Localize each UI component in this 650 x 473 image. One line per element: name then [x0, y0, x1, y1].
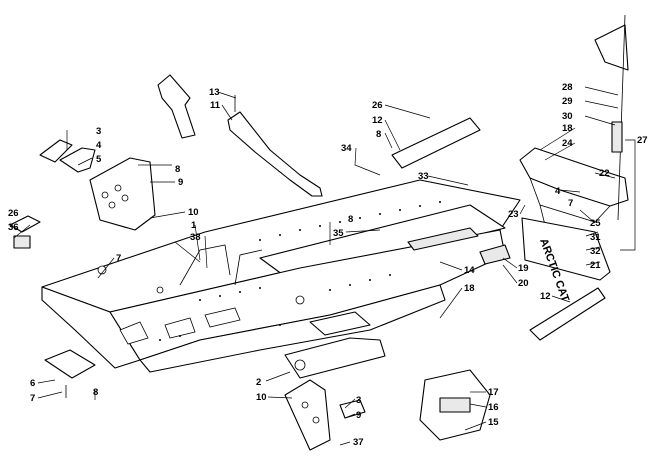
callout-33: 33	[418, 171, 429, 182]
steering-post	[157, 74, 323, 197]
rear-bumper	[519, 147, 629, 226]
chassis-frame	[41, 179, 521, 373]
callout-26: 26	[372, 100, 383, 111]
callout-7: 7	[30, 393, 35, 404]
callout-22: 22	[599, 168, 610, 179]
callout-21: 21	[590, 260, 601, 271]
reflector	[479, 244, 511, 265]
callout-labels: 1 2 3 3 4 4 5 6 7 7 7 8 8 8 8 9 9 10 10 …	[8, 82, 648, 448]
callout-28: 28	[562, 82, 573, 93]
callout-34: 34	[341, 143, 352, 154]
callout-24: 24	[562, 138, 573, 149]
callout-3: 3	[96, 126, 101, 137]
callout-18: 18	[562, 123, 573, 134]
callout-8: 8	[93, 387, 98, 398]
callout-25: 25	[590, 218, 601, 229]
callout-9: 9	[178, 177, 183, 188]
callout-31: 31	[590, 232, 601, 243]
callout-12: 12	[372, 115, 383, 126]
callout-10: 10	[188, 207, 199, 218]
callout-20: 20	[518, 278, 529, 289]
callout-27: 27	[637, 135, 648, 146]
callout-3: 3	[356, 395, 361, 406]
callout-26: 26	[8, 208, 19, 219]
callout-8: 8	[175, 164, 180, 175]
callout-16: 16	[488, 402, 499, 413]
callout-38: 38	[190, 232, 201, 243]
callout-7: 7	[116, 253, 121, 264]
safety-flag	[594, 14, 629, 221]
callout-19: 19	[518, 263, 529, 274]
callout-13: 13	[209, 87, 220, 98]
callout-4: 4	[555, 186, 561, 197]
callout-29: 29	[562, 96, 573, 107]
callout-6: 6	[30, 378, 35, 389]
callout-30: 30	[562, 111, 573, 122]
callout-36: 36	[8, 222, 19, 233]
callout-14: 14	[464, 265, 475, 276]
callout-10: 10	[256, 392, 267, 403]
callout-4: 4	[96, 140, 102, 151]
callout-8: 8	[348, 214, 353, 225]
callout-5: 5	[96, 154, 102, 165]
callout-18: 18	[464, 283, 475, 294]
callout-35: 35	[333, 228, 344, 239]
callout-17: 17	[488, 387, 499, 398]
callout-37: 37	[353, 437, 364, 448]
callout-12: 12	[540, 291, 551, 302]
callout-23: 23	[508, 209, 519, 220]
callout-7: 7	[568, 198, 573, 209]
callout-11: 11	[210, 100, 221, 111]
callout-2: 2	[256, 377, 261, 388]
callout-9: 9	[356, 410, 361, 421]
lower-brackets	[284, 337, 491, 451]
front-brackets	[9, 139, 172, 398]
callout-32: 32	[590, 246, 601, 257]
leader-lines	[13, 86, 636, 446]
callout-15: 15	[488, 417, 499, 428]
callout-8: 8	[376, 129, 381, 140]
callout-1: 1	[191, 220, 197, 231]
running-boards	[391, 117, 606, 341]
